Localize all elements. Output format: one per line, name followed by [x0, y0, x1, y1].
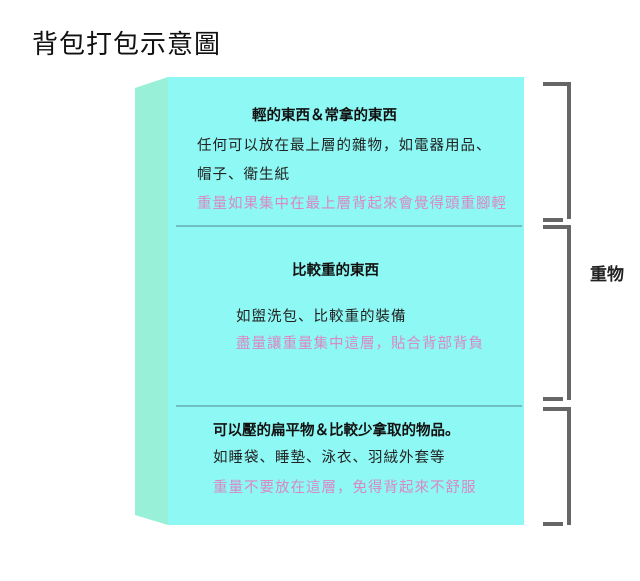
section-top-heading: 輕的東西＆常拿的東西: [252, 108, 397, 124]
section-top-line-2: 帽子、衛生紙: [197, 167, 290, 183]
section-middle-note: 盡量讓重量集中這層，貼合背部背負: [236, 336, 484, 352]
section-top-note: 重量如果集中在最上層背起來會覺得頭重腳輕: [197, 196, 507, 212]
page-title: 背包打包示意圖: [32, 30, 222, 60]
section-middle-line-1: 如盥洗包、比較重的裝備: [236, 309, 407, 325]
heavy-items-label: 重物: [590, 265, 624, 285]
backpack-side-face: [135, 77, 168, 525]
bracket-bottom: [543, 407, 571, 526]
section-bottom-line-1: 如睡袋、睡墊、泳衣、羽絨外套等: [213, 450, 446, 466]
section-middle-heading: 比較重的東西: [292, 263, 379, 279]
backpack-front-face: [168, 77, 524, 525]
bracket-top: [543, 82, 571, 222]
section-top-line-1: 任何可以放在最上層的雜物，如電器用品、: [197, 138, 492, 154]
bracket-middle: [543, 225, 571, 401]
section-bottom-note: 重量不要放在這層，免得背起來不舒服: [213, 480, 477, 496]
section-bottom-heading: 可以壓的扁平物＆比較少拿取的物品。: [213, 423, 460, 439]
